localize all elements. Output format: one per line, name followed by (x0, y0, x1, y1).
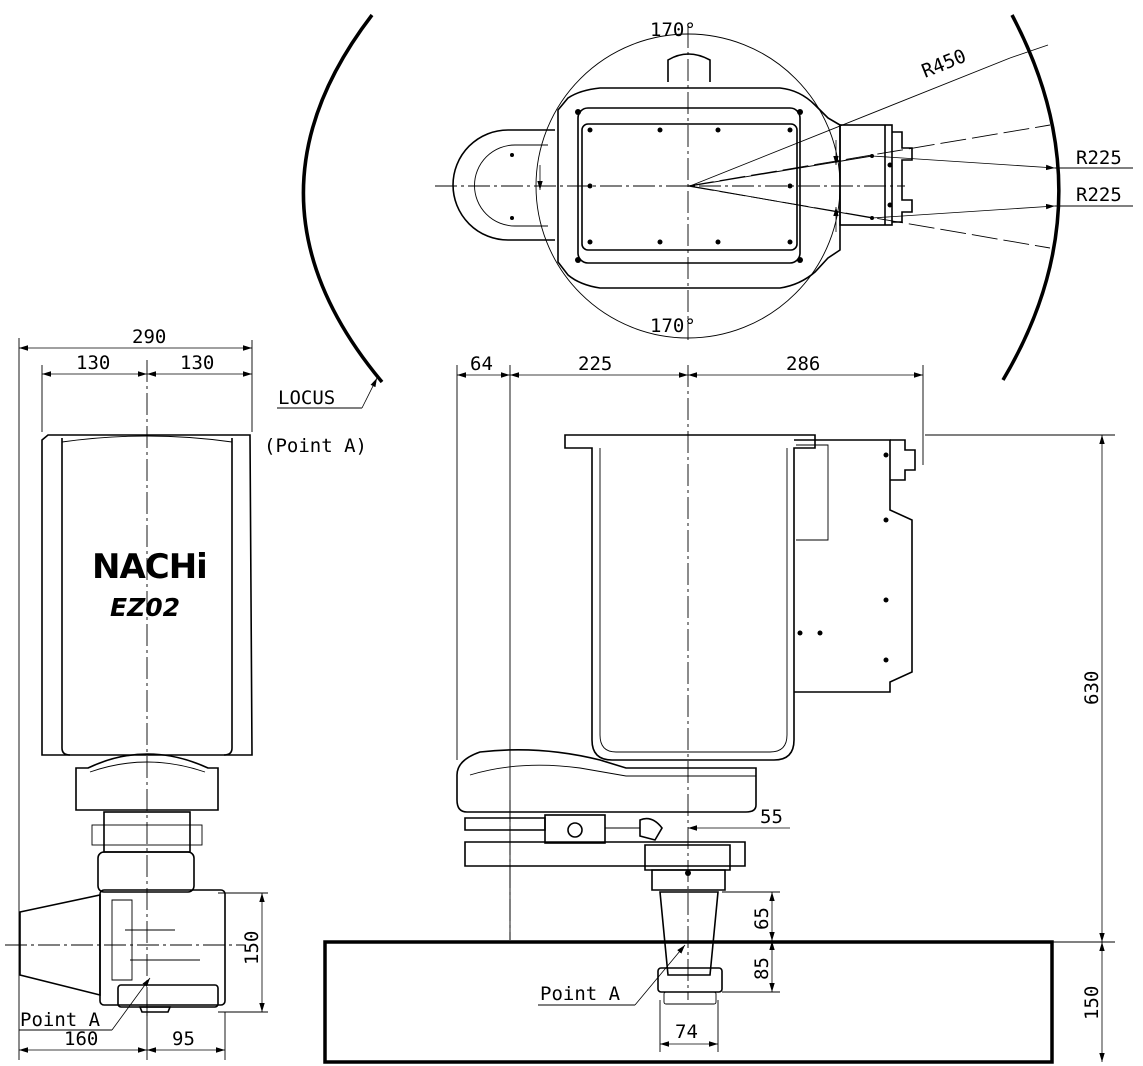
dim-74: 74 (675, 1021, 698, 1043)
brand-logo: NACHi (92, 547, 207, 587)
left-view: 290 130 130 NACHi EZ02 150 (5, 326, 268, 1060)
point-a-label-right: Point A (540, 983, 621, 1005)
dim-225: 225 (578, 353, 612, 375)
point-a-label-left: Point A (20, 1009, 101, 1031)
locus-point-label: (Point A) (264, 435, 367, 457)
radius-label-r225-lower: R225 (1076, 184, 1122, 206)
locus-arc-left (301, 13, 384, 384)
right-upper-body (564, 434, 816, 761)
dim-150-left: 150 (241, 931, 263, 965)
locus-label: LOCUS (278, 387, 335, 409)
dim-286: 286 (786, 353, 820, 375)
dim-64: 64 (470, 353, 493, 375)
dim-630: 630 (1081, 671, 1103, 705)
dim-130-right: 130 (180, 352, 214, 374)
dim-130-left: 130 (76, 352, 110, 374)
top-view: 170° 170° R450 R225 R225 (301, 13, 1133, 384)
top-body-outline (557, 87, 841, 289)
model-logo: EZ02 (110, 593, 180, 622)
dim-95: 95 (172, 1028, 195, 1050)
locus-callout: LOCUS (Point A) (264, 377, 378, 457)
dim-55: 55 (760, 806, 783, 828)
angle-label-top: 170° (650, 19, 696, 41)
dim-290: 290 (132, 326, 166, 348)
dim-65: 65 (751, 907, 773, 930)
right-view: 64 225 286 55 (323, 353, 1115, 1064)
right-upper-arm (456, 748, 757, 813)
base-plate (323, 940, 1054, 1064)
dim-150-right: 150 (1081, 986, 1103, 1020)
locus-arc-right (1001, 14, 1061, 381)
angle-label-bottom: 170° (650, 315, 696, 337)
top-arm-lobe (452, 129, 555, 241)
dim-85: 85 (751, 957, 773, 980)
left-upper-body (41, 434, 253, 756)
top-bolts (575, 109, 803, 263)
radius-label-r225-upper: R225 (1076, 147, 1122, 169)
dim-160: 160 (64, 1028, 98, 1050)
